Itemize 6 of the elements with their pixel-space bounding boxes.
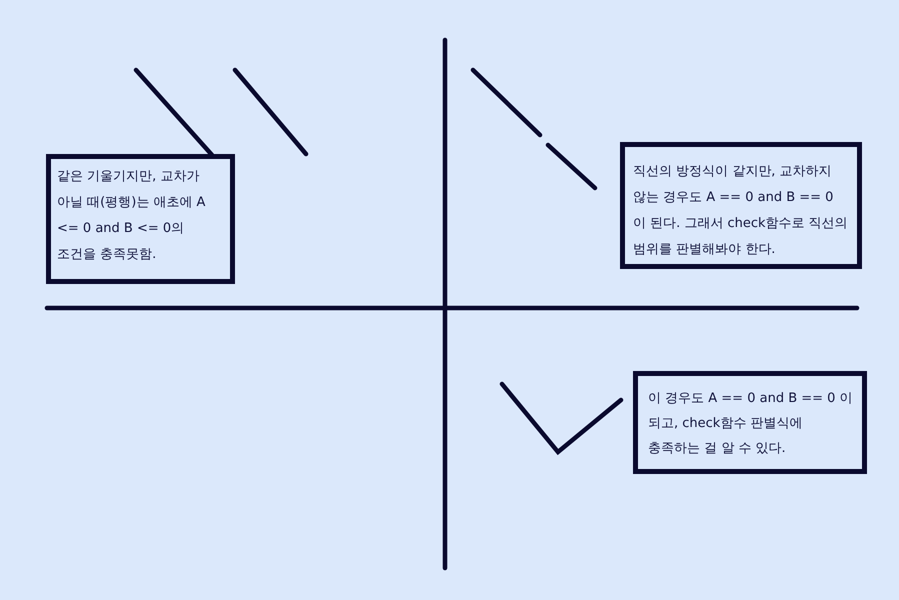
note-text: 직선의 방정식이 같지만, 교차하지 않는 경우도 A == 0 and B == 0 이 된다. 그래서 check함수로 직선의 범위를 판별해봐야 한다. — [633, 164, 848, 257]
note-text: 이 경우도 A == 0 and B == 0 이 되고, check함수 판별식에 충족하는 걸 알 수 있다. — [648, 391, 853, 456]
note-box — [633, 371, 867, 474]
note-box — [46, 154, 235, 284]
note-text: 같은 기울기지만, 교차가 아닐 때(평행)는 애초에 A <= 0 and B <= 0의 조건을 충족못함. — [57, 169, 206, 262]
note-box — [620, 142, 862, 269]
